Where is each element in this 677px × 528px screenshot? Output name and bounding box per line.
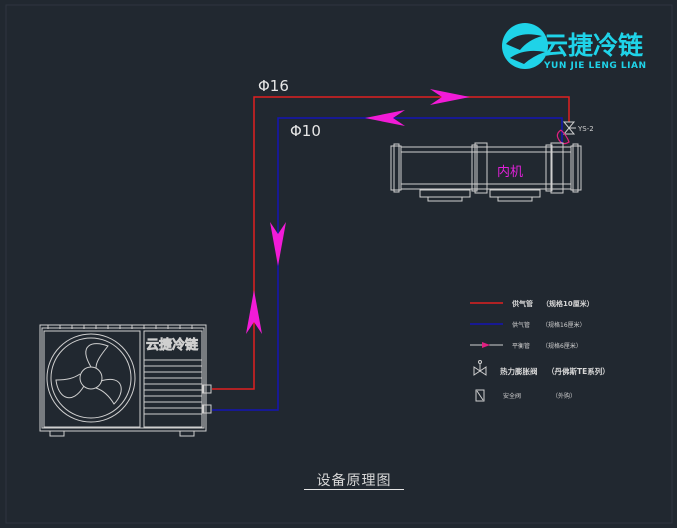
drawing-frame [5, 4, 673, 524]
expansion-valve-icon: YS-2 [556, 121, 594, 145]
legend-label-2: 供气管 [512, 321, 530, 329]
outdoor-unit-brand: 云捷冷链 [146, 337, 199, 353]
legend-safety-valve-icon [475, 389, 485, 402]
title-underline [304, 489, 404, 490]
flow-arrow-right-icon [430, 89, 470, 105]
valve-code-label: YS-2 [577, 125, 594, 133]
pipe-label-small: Φ10 [290, 122, 321, 140]
legend-note-3: （规格6厘米） [542, 342, 582, 350]
legend-label-4: 热力膨胀阀 [500, 366, 538, 376]
flow-arrow-up-icon [246, 290, 262, 334]
outdoor-unit: 云捷冷链 [39, 324, 212, 437]
indoor-unit-label: 内机 [497, 164, 523, 180]
low-pressure-pipe [212, 117, 563, 411]
legend-label-5: 安全阀 [503, 392, 521, 400]
legend-note-5: （外购） [552, 392, 576, 400]
diagram-title: 设备原理图 [316, 473, 392, 489]
flow-arrow-down-icon [270, 222, 286, 266]
logo-brand-cn: 云捷冷链 [543, 31, 643, 60]
legend-label-3: 平衡管 [512, 342, 530, 350]
legend-note-4: （丹佛斯TE系列） [547, 366, 610, 376]
legend-note-1: （规格10厘米） [542, 299, 594, 308]
diagram-title-wrap: 设备原理图 [304, 470, 404, 490]
pipe-label-large: Φ16 [258, 77, 289, 95]
indoor-unit: 内机 [390, 142, 582, 202]
flow-arrow-left-icon [365, 110, 405, 126]
flow-arrows [246, 89, 470, 334]
legend-valve-icon [473, 360, 487, 376]
legend-label-1: 供气管 [511, 299, 533, 308]
logo-brand-en: YUN JIE LENG LIAN [543, 61, 647, 71]
legend-arrow-icon [482, 342, 490, 348]
legend-note-2: （规格16厘米） [542, 321, 586, 329]
high-pressure-pipe [212, 96, 570, 390]
legend: 供气管 （规格10厘米） 供气管 （规格16厘米） 平衡管 （规格6厘米） 热力… [470, 299, 610, 402]
brand-logo: 云捷冷链 YUN JIE LENG LIAN [502, 23, 647, 71]
